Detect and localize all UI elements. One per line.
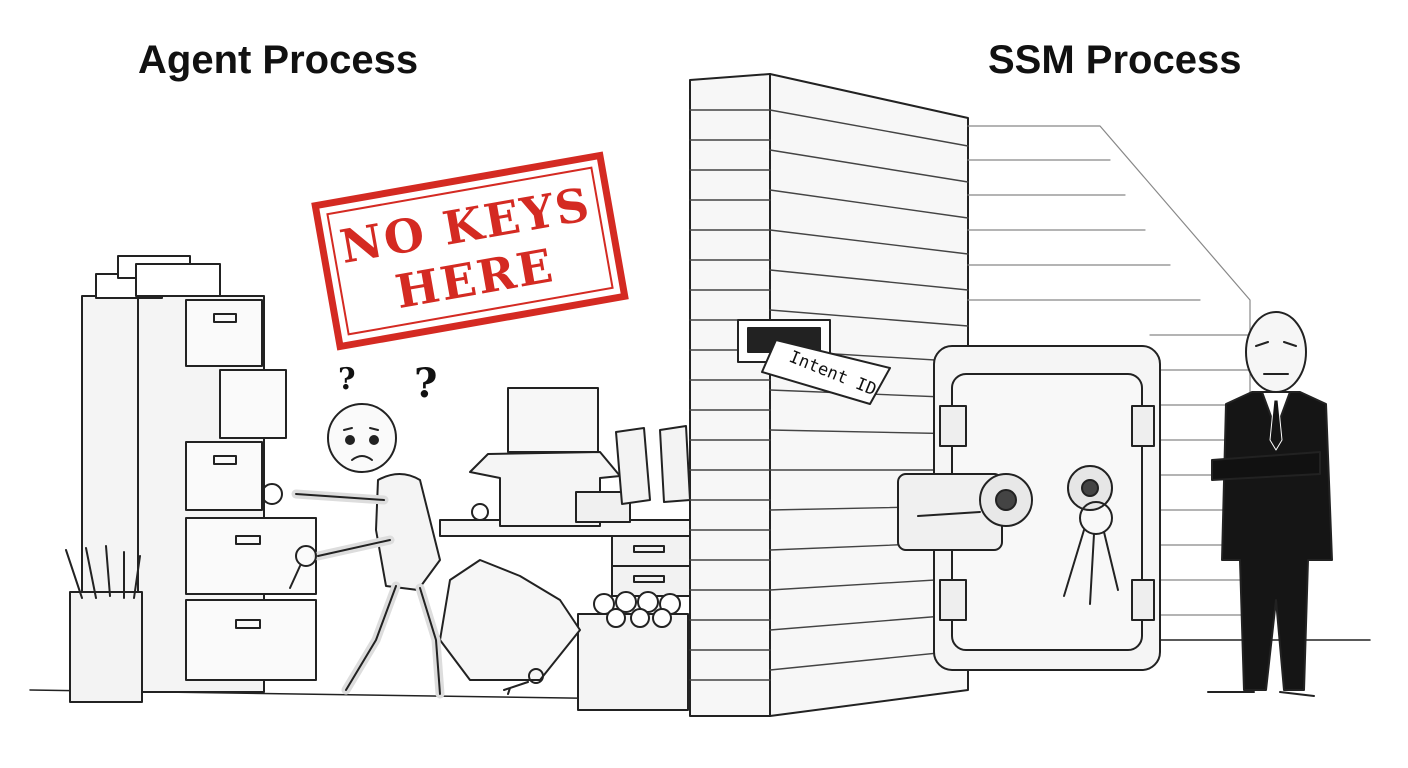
cardboard-boxes <box>469 387 691 527</box>
security-guard <box>1207 311 1333 697</box>
trash-bags <box>439 559 581 681</box>
agent-process-heading: Agent Process <box>138 38 419 82</box>
brick-wall <box>689 73 969 717</box>
question-mark-large: ? <box>414 360 438 407</box>
filing-cabinet <box>81 255 317 693</box>
question-mark-small: ? <box>338 362 356 397</box>
paper-basket <box>65 545 143 703</box>
intent-note-paper <box>761 339 891 405</box>
safe <box>897 345 1161 671</box>
key-ring-icon <box>1063 501 1119 605</box>
box-of-rolls <box>577 591 689 711</box>
ssm-process-heading: SSM Process <box>988 38 1242 82</box>
floor-keys-icon <box>503 668 544 695</box>
confused-robot <box>261 403 445 699</box>
